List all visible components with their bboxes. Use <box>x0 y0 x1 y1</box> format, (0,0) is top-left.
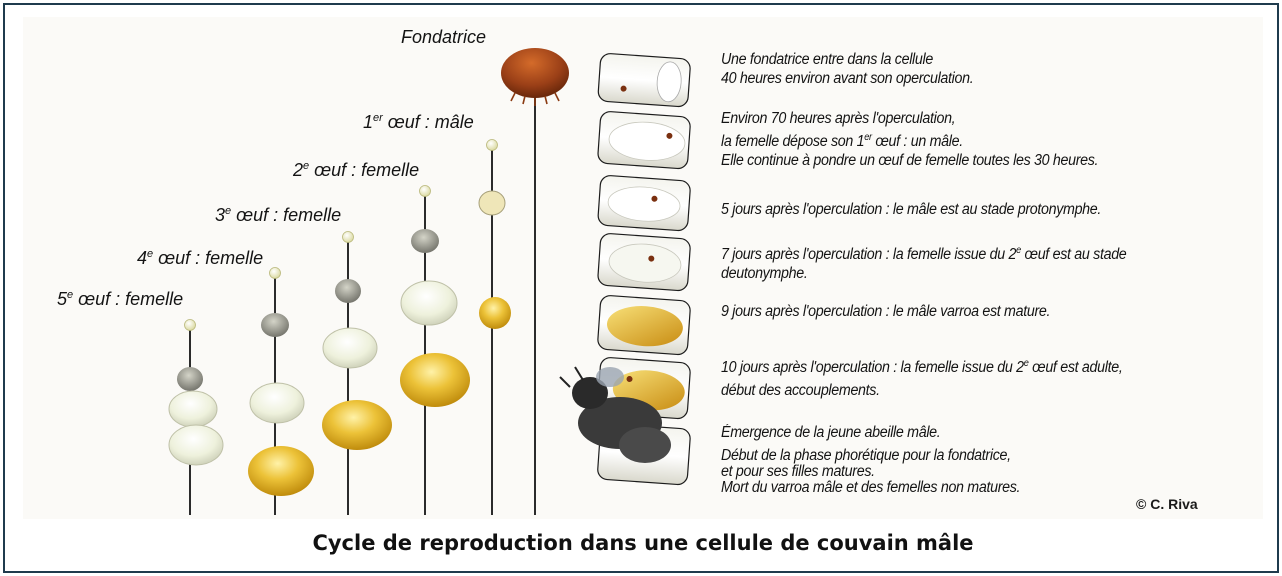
column-egg-3 <box>322 232 392 451</box>
figure-frame: Fondatrice 1er œuf : mâle 2e œuf : femel… <box>3 3 1279 573</box>
copyright-credit: © C. Riva <box>1136 496 1198 512</box>
description-4: 7 jours après l'operculation : la femell… <box>721 241 1126 283</box>
description-6: 10 jours après l'operculation : la femel… <box>721 354 1122 400</box>
cell-5 <box>597 295 691 355</box>
column-egg-2 <box>400 186 470 408</box>
label-egg-2: 2e œuf : femelle <box>293 160 419 181</box>
column-egg-4 <box>248 268 314 497</box>
cell-1 <box>598 53 691 107</box>
figure-caption: Cycle de reproduction dans une cellule d… <box>5 531 1281 555</box>
description-2: Environ 70 heures après l'operculation, … <box>721 109 1098 170</box>
description-7: Émergence de la jeune abeille mâle. Débu… <box>721 425 1020 496</box>
fondatrice-mite <box>501 48 569 106</box>
column-egg-5 <box>169 320 223 466</box>
label-egg-5: 5e œuf : femelle <box>57 289 183 310</box>
label-egg-4: 4e œuf : femelle <box>137 248 263 269</box>
description-3: 5 jours après l'operculation : le mâle e… <box>721 200 1101 219</box>
cell-2 <box>597 111 690 169</box>
reproduction-cycle-illustration <box>5 5 1281 575</box>
label-egg-1: 1er œuf : mâle <box>363 112 474 133</box>
column-egg-1 <box>479 140 511 330</box>
cell-3 <box>598 175 691 231</box>
label-egg-3: 3e œuf : femelle <box>215 205 341 226</box>
description-5: 9 jours après l'operculation : le mâle v… <box>721 302 1050 321</box>
cell-4 <box>597 233 690 291</box>
description-1: Une fondatrice entre dans la cellule 40 … <box>721 50 973 88</box>
label-fondatrice: Fondatrice <box>401 27 486 48</box>
